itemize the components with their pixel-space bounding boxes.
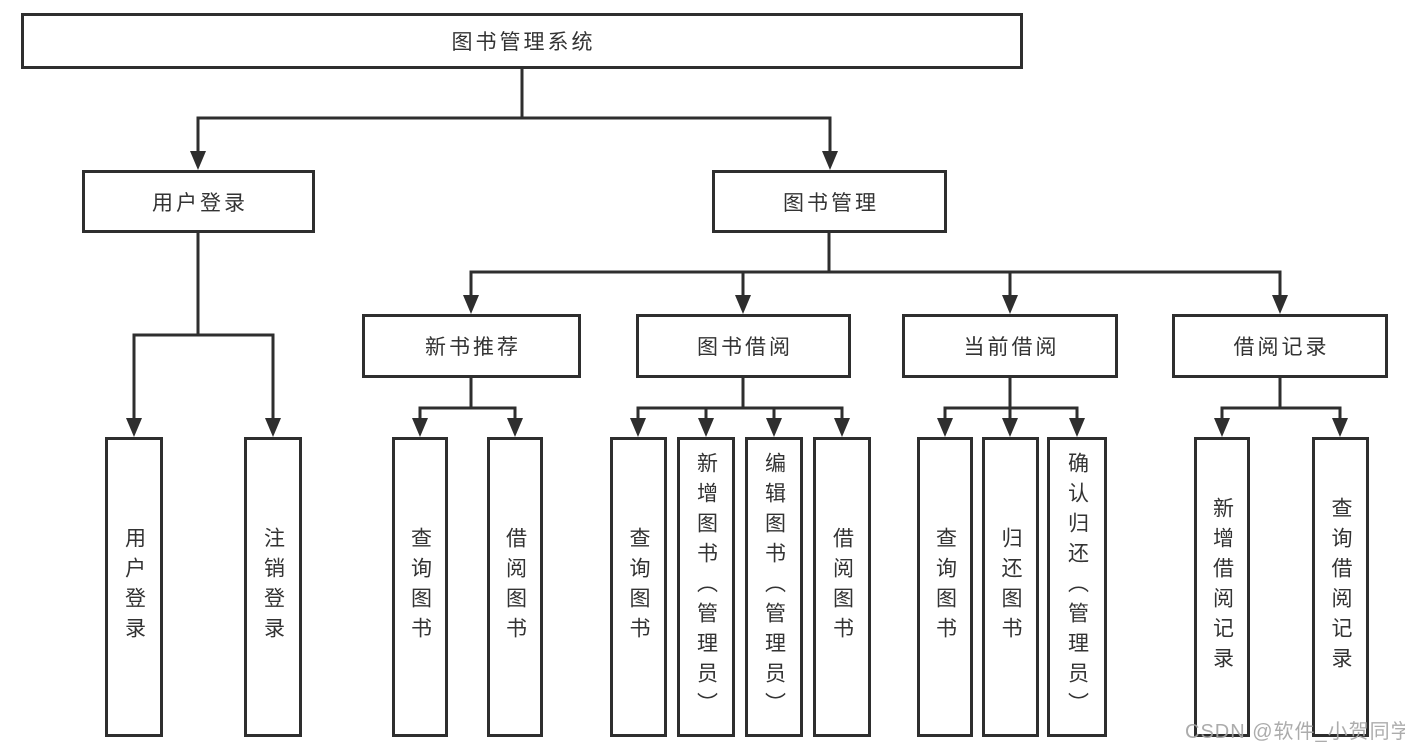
node-root-label: 图书管理系统 (451, 31, 596, 54)
node-leaf-query-borrow-record: 查询借阅记录 (1312, 437, 1369, 737)
node-leaf-add-borrow-record-label: 新增借阅记录 (1210, 497, 1234, 677)
node-current-borrowing-label: 当前借阅 (963, 336, 1060, 359)
connector-current-to-leaves (937, 378, 1085, 437)
connector-records-to-leaves (1214, 378, 1348, 437)
node-leaf-logout: 注销登录 (244, 437, 302, 737)
node-new-book-recommend: 新书推荐 (362, 314, 581, 378)
node-leaf-user-login: 用户登录 (105, 437, 163, 737)
node-current-borrowing: 当前借阅 (902, 314, 1118, 378)
node-borrowing-records-label: 借阅记录 (1233, 336, 1330, 359)
node-leaf-query-books-1: 查询图书 (392, 437, 448, 737)
node-leaf-confirm-return-admin-label: 确认归还（管理员） (1065, 452, 1089, 722)
node-leaf-return-books-label: 归还图书 (999, 527, 1022, 647)
node-leaf-borrow-books-2-label: 借阅图书 (830, 527, 854, 647)
node-leaf-edit-books-admin: 编辑图书（管理员） (745, 437, 803, 737)
node-leaf-query-borrow-record-label: 查询借阅记录 (1329, 497, 1352, 677)
connector-userlogin-to-leaves (126, 233, 281, 437)
node-leaf-confirm-return-admin: 确认归还（管理员） (1047, 437, 1107, 737)
node-book-borrowing-label: 图书借阅 (697, 336, 793, 359)
connector-newbook-to-leaves (412, 378, 523, 437)
connector-borrowing-to-leaves (630, 378, 850, 437)
node-leaf-query-books-2-label: 查询图书 (627, 527, 650, 647)
node-borrowing-records: 借阅记录 (1172, 314, 1388, 378)
node-user-login-label: 用户登录 (152, 191, 248, 215)
node-leaf-add-books-admin: 新增图书（管理员） (677, 437, 735, 737)
csdn-watermark: CSDN @软件_小贺同学 (1185, 721, 1405, 743)
node-leaf-borrow-books-1: 借阅图书 (487, 437, 543, 737)
node-leaf-query-books-3: 查询图书 (917, 437, 973, 737)
node-leaf-edit-books-admin-label: 编辑图书（管理员） (762, 452, 786, 722)
node-book-management: 图书管理 (712, 170, 947, 233)
node-leaf-user-login-label: 用户登录 (122, 527, 146, 647)
node-leaf-return-books: 归还图书 (982, 437, 1039, 737)
node-user-login: 用户登录 (82, 170, 315, 233)
node-new-book-recommend-label: 新书推荐 (425, 336, 521, 359)
connector-bookmgmt-to-level3 (463, 233, 1288, 314)
node-root-system: 图书管理系统 (21, 13, 1023, 69)
node-book-management-label: 图书管理 (783, 191, 879, 215)
node-leaf-borrow-books-2: 借阅图书 (813, 437, 871, 737)
node-leaf-add-borrow-record: 新增借阅记录 (1194, 437, 1250, 737)
node-book-borrowing: 图书借阅 (636, 314, 851, 378)
node-leaf-borrow-books-1-label: 借阅图书 (503, 527, 527, 647)
connector-root-to-level2 (190, 69, 838, 170)
node-leaf-query-books-1-label: 查询图书 (408, 527, 432, 647)
node-leaf-add-books-admin-label: 新增图书（管理员） (694, 452, 718, 722)
node-leaf-query-books-2: 查询图书 (610, 437, 667, 737)
node-leaf-query-books-3-label: 查询图书 (933, 527, 957, 647)
node-leaf-logout-label: 注销登录 (261, 527, 285, 647)
